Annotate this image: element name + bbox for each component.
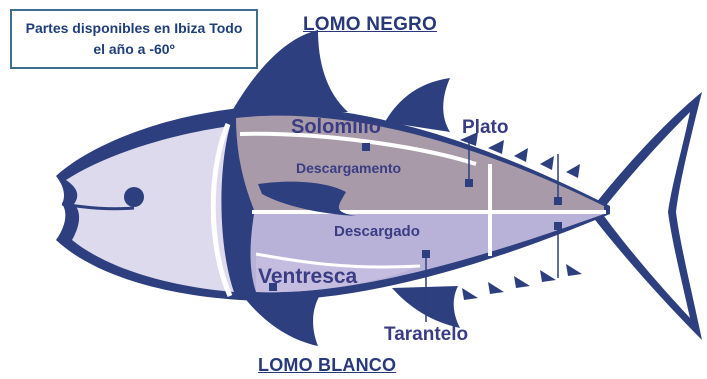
pelvic-fin (240, 292, 322, 346)
marker-tail-upper (554, 197, 562, 205)
mouth (61, 202, 135, 211)
marker-ventresca (269, 283, 277, 291)
marker-descargado (422, 250, 430, 258)
head (66, 126, 234, 292)
heading-lomo-blanco: LOMO BLANCO (258, 355, 397, 375)
label-descargamento: Descargamento (296, 160, 401, 176)
info-line-1: Partes disponibles en Ibiza Todo (25, 20, 243, 36)
label-plato: Plato (462, 117, 508, 138)
pectoral-fin (258, 181, 356, 216)
label-solomillo: Solomillo (291, 116, 381, 138)
marker-solomillo (362, 143, 370, 151)
info-box: Partes disponibles en Ibiza Todo el año … (10, 9, 258, 69)
label-tarantelo: Tarantelo (384, 324, 468, 345)
label-descargado: Descargado (334, 223, 420, 240)
second-dorsal-fin (385, 78, 450, 132)
info-line-2: el año a -60º (93, 41, 175, 57)
label-ventresca: Ventresca (258, 265, 358, 288)
marker-plato (465, 179, 473, 187)
gill-arc (210, 123, 233, 298)
dorsal-fin (228, 30, 348, 118)
dorsal-finlets (460, 132, 580, 178)
ventresca-section (256, 254, 420, 293)
eye (124, 187, 144, 207)
heading-lomo-negro: LOMO NEGRO (303, 14, 437, 35)
marker-tail-lower (554, 222, 562, 230)
ventral-finlets (462, 264, 582, 300)
